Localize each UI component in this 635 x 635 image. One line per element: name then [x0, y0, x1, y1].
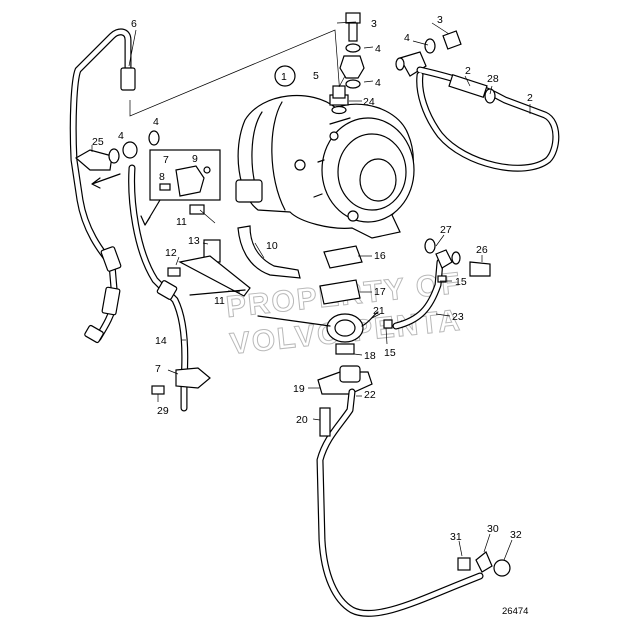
callout-8: 8: [159, 171, 165, 183]
oil-return-pipe-14: [128, 164, 211, 412]
right-oil-pipe-assembly: [395, 30, 560, 172]
callout-4-b: 4: [404, 32, 410, 44]
callout-25: 25: [92, 136, 104, 148]
callout-5: 5: [313, 70, 319, 82]
washer-24: [331, 105, 347, 115]
turbocharger: [235, 94, 415, 239]
callout-7-lower: 7: [155, 363, 161, 375]
callout-15-lower: 15: [384, 347, 396, 359]
callout-9: 9: [192, 153, 198, 165]
callout-13: 13: [188, 235, 200, 247]
callout-12: 12: [165, 247, 177, 259]
gasket-17: [319, 279, 361, 305]
callout-7-detail: 7: [163, 154, 169, 166]
callout-21: 21: [373, 305, 385, 317]
callout-4-c: 4: [375, 77, 381, 89]
nipple-5: [332, 85, 346, 99]
callout-4-e: 4: [153, 116, 159, 128]
drawing-reference-number: 26474: [502, 606, 528, 617]
assembly-marker-label: 1: [281, 71, 287, 83]
clamp-detail-box: [91, 149, 221, 226]
banjo-fitting: [339, 55, 365, 79]
callout-19: 19: [293, 383, 305, 395]
valve-21: [257, 311, 379, 355]
callout-24: 24: [363, 96, 375, 108]
callout-31: 31: [450, 531, 462, 543]
callout-3-right: 3: [437, 14, 443, 26]
gasket-16: [323, 245, 363, 269]
left-banjo-bolt-25: [74, 130, 160, 171]
bolt-29: [151, 385, 165, 395]
callout-27: 27: [440, 224, 452, 236]
washer-4b: [345, 79, 361, 89]
callout-6: 6: [131, 18, 137, 30]
assembly-reference-frame: 1: [129, 29, 341, 117]
callout-32: 32: [510, 529, 522, 541]
callout-26: 26: [476, 244, 488, 256]
banjo-bolt-3: [345, 12, 361, 42]
callout-30: 30: [487, 523, 499, 535]
callout-28: 28: [487, 73, 499, 85]
drain-pipe-22: [316, 365, 511, 617]
left-oil-pipe-6: [69, 28, 136, 344]
callout-29: 29: [157, 405, 169, 417]
callout-23: 23: [452, 311, 464, 323]
callout-22: 22: [364, 389, 376, 401]
callout-2-a: 2: [465, 65, 471, 77]
callout-17: 17: [374, 286, 386, 298]
callout-10: 10: [266, 240, 278, 252]
callout-labels: 6 3 3 4 4 4 4 4 5 24 2 2 28 25 7 9 8 11 …: [92, 14, 533, 543]
support-brackets: [167, 204, 301, 297]
callout-11-upper: 11: [176, 216, 187, 228]
callout-15-right: 15: [455, 276, 467, 288]
callout-4-d: 4: [118, 130, 124, 142]
callout-16: 16: [374, 250, 386, 262]
callout-20: 20: [296, 414, 308, 426]
callout-14: 14: [155, 335, 167, 347]
callout-11-lower: 11: [214, 295, 225, 307]
callout-4-a: 4: [375, 43, 381, 55]
hose-23: [383, 238, 491, 330]
callout-3-top: 3: [371, 18, 377, 30]
leader-lines: [91, 21, 531, 561]
assembly-marker-circle: [274, 65, 296, 87]
washer-4: [345, 43, 361, 53]
callout-2-b: 2: [527, 92, 533, 104]
callout-18: 18: [364, 350, 376, 362]
